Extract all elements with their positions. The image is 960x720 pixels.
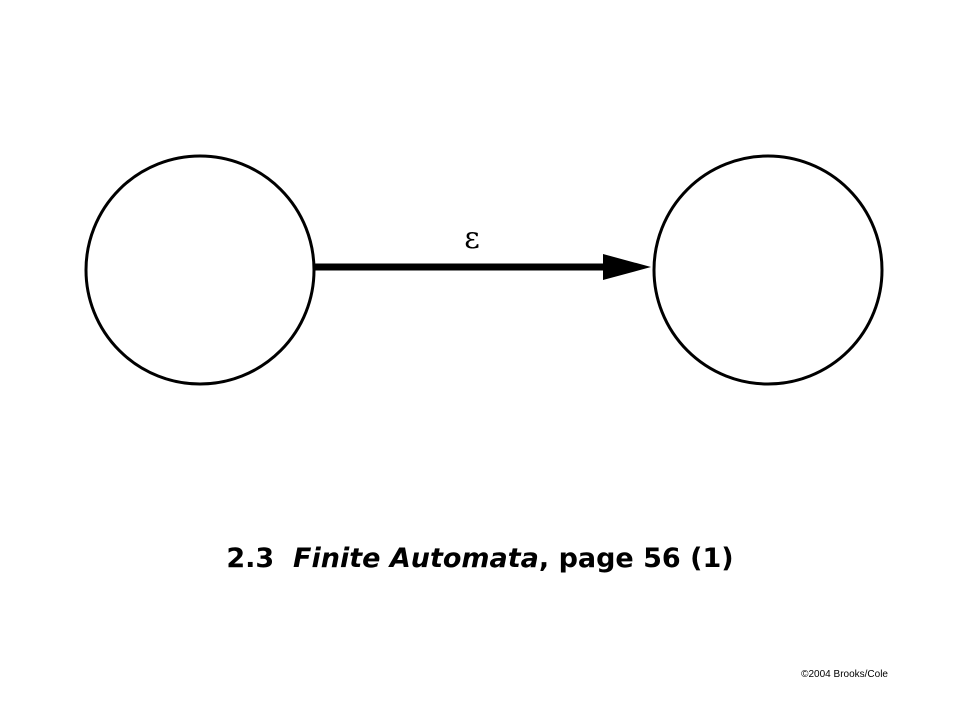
- transition-label: ε: [464, 221, 480, 256]
- caption-title: Finite Automata: [293, 543, 539, 574]
- caption: 2.3 Finite Automata, page 56 (1): [0, 543, 960, 574]
- caption-page: , page 56 (1): [538, 543, 734, 574]
- caption-section: 2.3: [226, 543, 275, 574]
- state-left: [84, 154, 316, 386]
- transition-arrow-head: [603, 254, 651, 280]
- copyright-notice: ©2004 Brooks/Cole: [801, 669, 888, 680]
- state-right: [652, 154, 884, 386]
